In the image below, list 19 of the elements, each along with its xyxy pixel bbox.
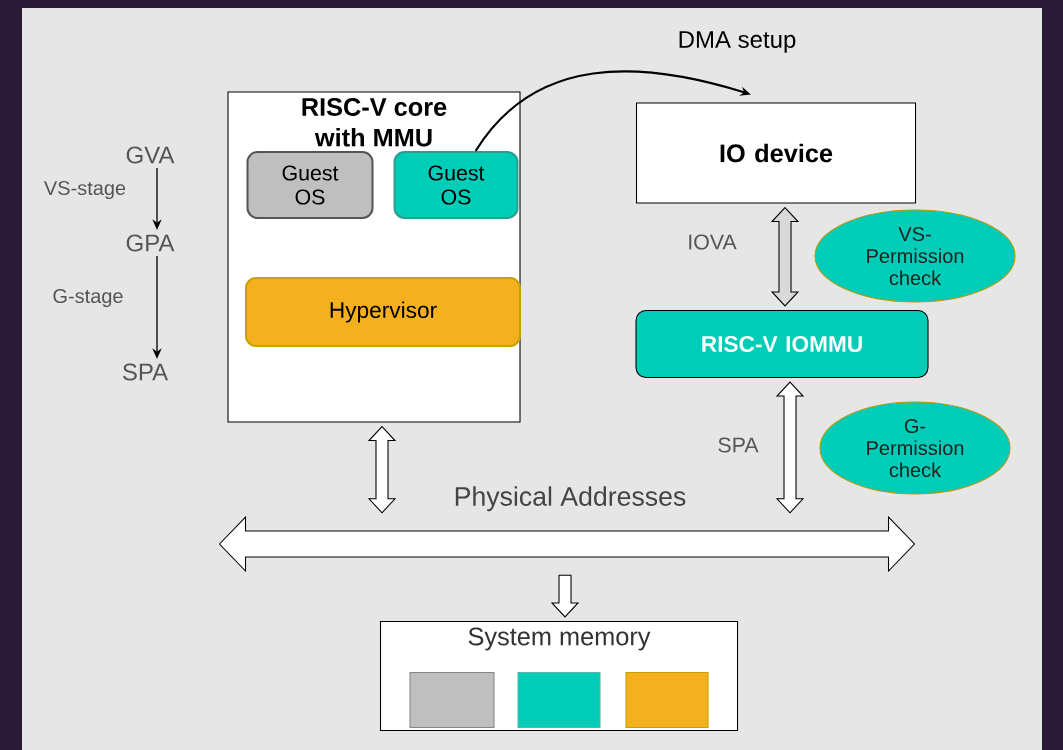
edge-label: IOVA: [686, 233, 739, 251]
edge-label: G-stage: [51, 287, 125, 309]
address-label: SPA: [122, 363, 169, 381]
bus-label: Physical Addresses: [452, 485, 688, 513]
box: [517, 671, 601, 729]
box: [625, 671, 709, 729]
address-label: GVA: [126, 146, 175, 164]
rounded-box: Hypervisor: [245, 277, 521, 347]
rounded-box: Guest OS: [393, 151, 519, 219]
rounded-box: RISC-V IOMMU: [635, 309, 929, 379]
bus-arrow: [218, 515, 916, 573]
edge-label: DMA setup: [676, 29, 798, 55]
rounded-box: Guest OS: [246, 151, 374, 219]
block-arrow: [775, 381, 805, 514]
address-label: GPA: [126, 234, 175, 252]
edge-label: SPA: [716, 436, 760, 454]
box: [409, 671, 495, 729]
box: IO device: [635, 102, 917, 204]
block-arrow: [550, 574, 580, 618]
